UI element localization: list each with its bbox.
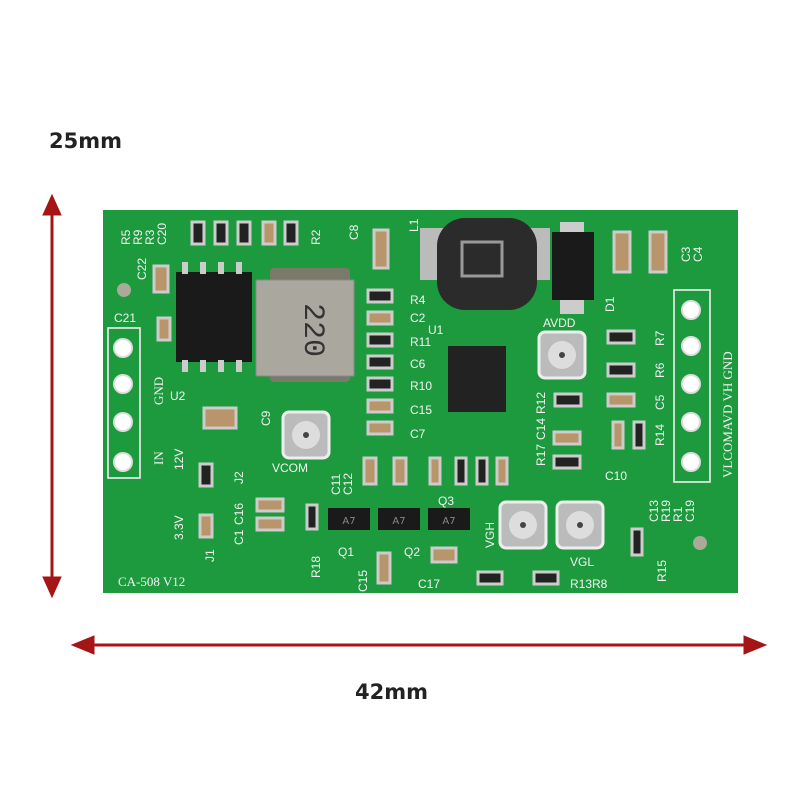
c19-label: C19 — [683, 500, 697, 522]
vgl-label: VGL — [570, 555, 594, 569]
mounting-hole — [693, 536, 707, 550]
c2-label: C2 — [410, 311, 426, 325]
width-arrow — [70, 635, 768, 655]
r12-label: R12 — [534, 392, 548, 414]
c3-label: C3 — [679, 246, 693, 262]
avdd-label: AVDD — [543, 316, 576, 330]
u1-chip — [448, 346, 506, 412]
output-pins — [681, 300, 701, 472]
l1-label: L1 — [407, 218, 421, 232]
c13-label: C13 — [647, 500, 661, 522]
c4-label: C4 — [691, 246, 705, 262]
c20-label: C20 — [155, 223, 169, 245]
j2-label: J2 — [232, 471, 246, 484]
svg-text:A7: A7 — [392, 516, 405, 527]
r14-label: R14 — [653, 424, 667, 446]
height-arrow — [42, 193, 62, 599]
height-dimension-label: 25mm — [49, 129, 122, 153]
j1-label: J1 — [203, 549, 217, 562]
c9-label: C9 — [259, 410, 273, 426]
silkscreen-labels: CA-508 V12 VLCOMAVD VH GND GND IN 12V VC… — [114, 218, 735, 592]
vcom-label: VCOM — [272, 461, 308, 475]
r5-label: R5 — [119, 229, 133, 245]
mounting-hole — [117, 283, 131, 297]
c7-label: C7 — [410, 427, 426, 441]
r2-label: R2 — [309, 229, 323, 245]
gnd-label: GND — [151, 377, 166, 405]
c15-label-2: C15 — [356, 570, 370, 592]
u2-label: U2 — [170, 389, 186, 403]
r6-label: R6 — [653, 362, 667, 378]
c8-label: C8 — [347, 224, 361, 240]
r7-label: R7 — [653, 330, 667, 346]
c10-label: C10 — [605, 469, 627, 483]
r1-label: R1 — [671, 506, 685, 522]
inductor-l1 — [420, 218, 550, 310]
u2-chip — [176, 262, 252, 372]
r19-label: R19 — [659, 500, 673, 522]
vgh-label: VGH — [483, 522, 497, 548]
c6-label: C6 — [410, 357, 426, 371]
c17-label: C17 — [418, 577, 440, 591]
inductor-220: 220 — [255, 268, 355, 382]
q1-label: Q1 — [338, 545, 354, 559]
board-model-label: CA-508 V12 — [118, 574, 185, 589]
u1-label: U1 — [428, 323, 444, 337]
c1-label: C1 — [232, 529, 246, 545]
r9-label: R9 — [131, 229, 145, 245]
c11-label: C11 — [329, 474, 343, 495]
in-label: IN — [151, 451, 166, 465]
c12-label: C12 — [341, 473, 355, 495]
r3-label: R3 — [143, 229, 157, 245]
c21-label: C21 — [114, 311, 136, 325]
r11-label: R11 — [410, 335, 431, 349]
r13r8-label: R13R8 — [570, 577, 608, 591]
r10-label: R10 — [410, 379, 432, 393]
12v-label: 12V — [172, 449, 186, 470]
potentiometers — [281, 330, 605, 550]
r18-label: R18 — [309, 556, 323, 578]
svg-text:A7: A7 — [342, 516, 355, 527]
transistors: A7 A7 A7 — [328, 508, 470, 530]
r15-label: R15 — [655, 560, 669, 582]
width-dimension-label: 42mm — [355, 680, 428, 704]
svg-text:220: 220 — [295, 303, 329, 357]
output-header-label: VLCOMAVD VH GND — [720, 351, 735, 478]
passive-components — [152, 220, 668, 586]
diode-d1 — [552, 222, 594, 314]
c5-label: C5 — [653, 394, 667, 410]
3v3-label: 3.3V — [172, 515, 186, 540]
c16-label: C16 — [232, 503, 246, 525]
r4-label: R4 — [410, 293, 426, 307]
c22-label: C22 — [135, 258, 149, 280]
r17-label: R17 — [534, 444, 548, 466]
d1-label: D1 — [603, 296, 617, 312]
c15-label: C15 — [410, 403, 432, 417]
q3-label: Q3 — [438, 494, 454, 508]
q2-label: Q2 — [404, 545, 420, 559]
svg-text:A7: A7 — [442, 516, 455, 527]
c14-label: C14 — [534, 418, 548, 440]
input-pins — [113, 338, 133, 472]
